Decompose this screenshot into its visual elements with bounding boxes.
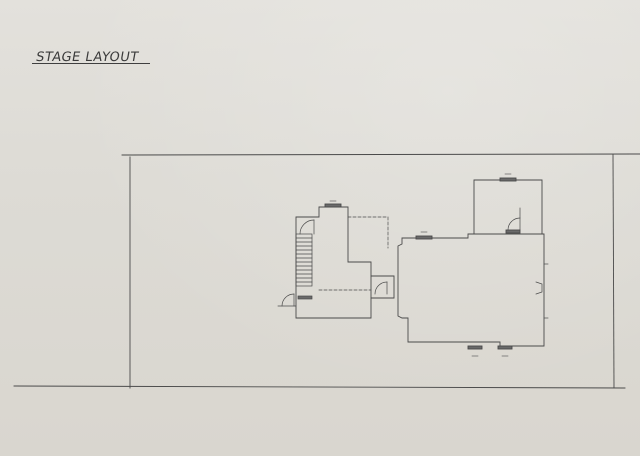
staircase [295,233,313,287]
main-stage-block [397,173,549,357]
drawing-border [13,153,640,389]
title-underline [32,63,150,64]
door-swing-upper [299,219,315,235]
door-swing-lower [277,293,313,307]
connector-passage [370,275,395,299]
backstage-block [295,200,389,319]
